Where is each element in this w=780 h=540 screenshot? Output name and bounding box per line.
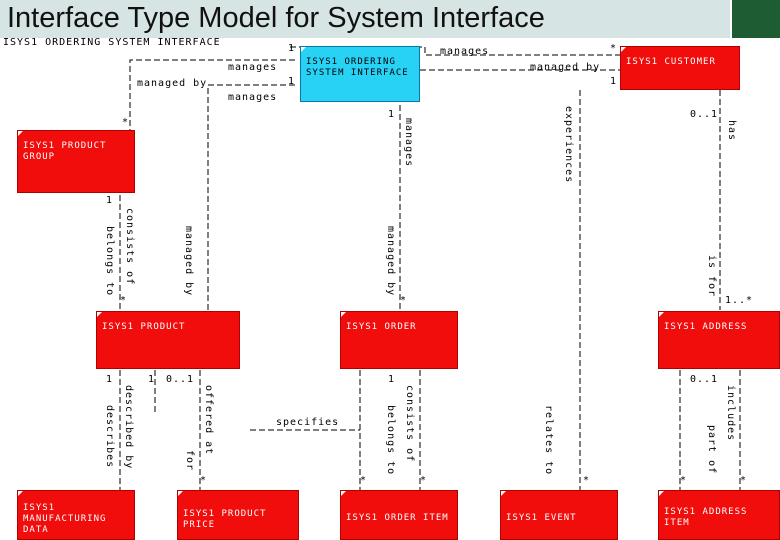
rel-managed-by-left: managed by [137,78,208,89]
mult-label: * [360,475,368,486]
rel-offered-at: offered at [203,385,214,456]
rel-consists-of-order: consists of [404,385,415,463]
rel-experiences: experiences [563,106,574,184]
entity-label: ISYS1 EVENT [506,513,577,523]
mult-label: * [740,475,748,486]
rel-manages-top: manages [440,46,490,57]
rel-managed-by-right: managed by [530,62,601,73]
mult-label: 1 [148,374,156,385]
rel-described-by: described by [123,385,134,470]
mult-label: 1 [288,76,296,87]
entity-label: ISYS1 ADDRESS ITEM [664,507,748,528]
mult-label: 1 [106,195,114,206]
entity-label: ISYS1 ADDRESS [664,322,748,332]
rel-is-for: is for [706,255,717,298]
mult-label: 0..1 [690,374,719,385]
rel-belongs-to-order: belongs to [385,405,396,476]
mult-label: * [200,475,208,486]
mult-label: * [610,43,618,54]
mult-label: * [120,295,128,306]
entity-address-item[interactable]: ISYS1 ADDRESS ITEM [658,490,780,540]
mult-label: 0..1 [166,374,195,385]
mult-label: * [680,475,688,486]
title-bar: Interface Type Model for System Interfac… [0,0,730,38]
mult-label: 1 [610,76,618,87]
entity-order[interactable]: ISYS1 ORDER [340,311,458,369]
rel-managed-by-pg: managed by [183,226,194,297]
entity-customer[interactable]: ISYS1 CUSTOMER [620,46,740,90]
entity-label: ISYS1 PRODUCT GROUP [23,141,107,162]
mult-label: 1 [388,109,396,120]
entity-label: ISYS1 PRODUCT PRICE [183,509,267,530]
entity-label: ISYS1 MANUFACTURING DATA [23,503,107,535]
rel-includes: includes [725,385,736,442]
diagram-subtitle: ISYS1 ORDERING SYSTEM INTERFACE [3,37,221,48]
page-title: Interface Type Model for System Interfac… [7,2,545,34]
entity-order-item[interactable]: ISYS1 ORDER ITEM [340,490,458,540]
entity-address[interactable]: ISYS1 ADDRESS [658,311,780,369]
mult-label: * [420,475,428,486]
rel-manages-left2: manages [228,92,278,103]
entity-product-price[interactable]: ISYS1 PRODUCT PRICE [177,490,299,540]
rel-manages-order: manages [403,118,414,168]
mult-label: * [122,117,130,128]
entity-ordering-system-interface[interactable]: ISYS1 ORDERING SYSTEM INTERFACE [300,46,420,102]
mult-label: 1 [288,43,296,54]
entity-label: ISYS1 ORDER [346,322,417,332]
entity-label: ISYS1 PRODUCT [102,322,186,332]
rel-manages-left: manages [228,62,278,73]
mult-label: * [583,475,591,486]
mult-label: 0..1 [690,109,719,120]
mult-label: 1..* [725,295,754,306]
rel-consists-of: consists of [124,208,135,286]
mult-label: 1 [388,374,396,385]
entity-product-group[interactable]: ISYS1 PRODUCT GROUP [17,130,135,193]
rel-managed-by-order: managed by [385,226,396,297]
entity-product[interactable]: ISYS1 PRODUCT [96,311,240,369]
entity-manufacturing-data[interactable]: ISYS1 MANUFACTURING DATA [17,490,135,540]
mult-label: * [400,295,408,306]
entity-label: ISYS1 ORDERING SYSTEM INTERFACE [306,57,409,78]
rel-relates-to: relates to [543,405,554,476]
rel-for: for [184,450,195,472]
rel-specifies: specifies [276,417,340,428]
rel-belongs-to: belongs to [104,226,115,297]
rel-has: has [726,120,737,142]
rel-describes: describes [104,405,115,469]
line-interface-productgroup [129,59,295,130]
line-interface-product [207,84,295,310]
entity-label: ISYS1 CUSTOMER [626,57,716,67]
entity-event[interactable]: ISYS1 EVENT [500,490,618,540]
entity-label: ISYS1 ORDER ITEM [346,513,449,523]
mult-label: 1 [106,374,114,385]
rel-part-of: part of [706,425,717,475]
corner-decoration [732,0,780,38]
